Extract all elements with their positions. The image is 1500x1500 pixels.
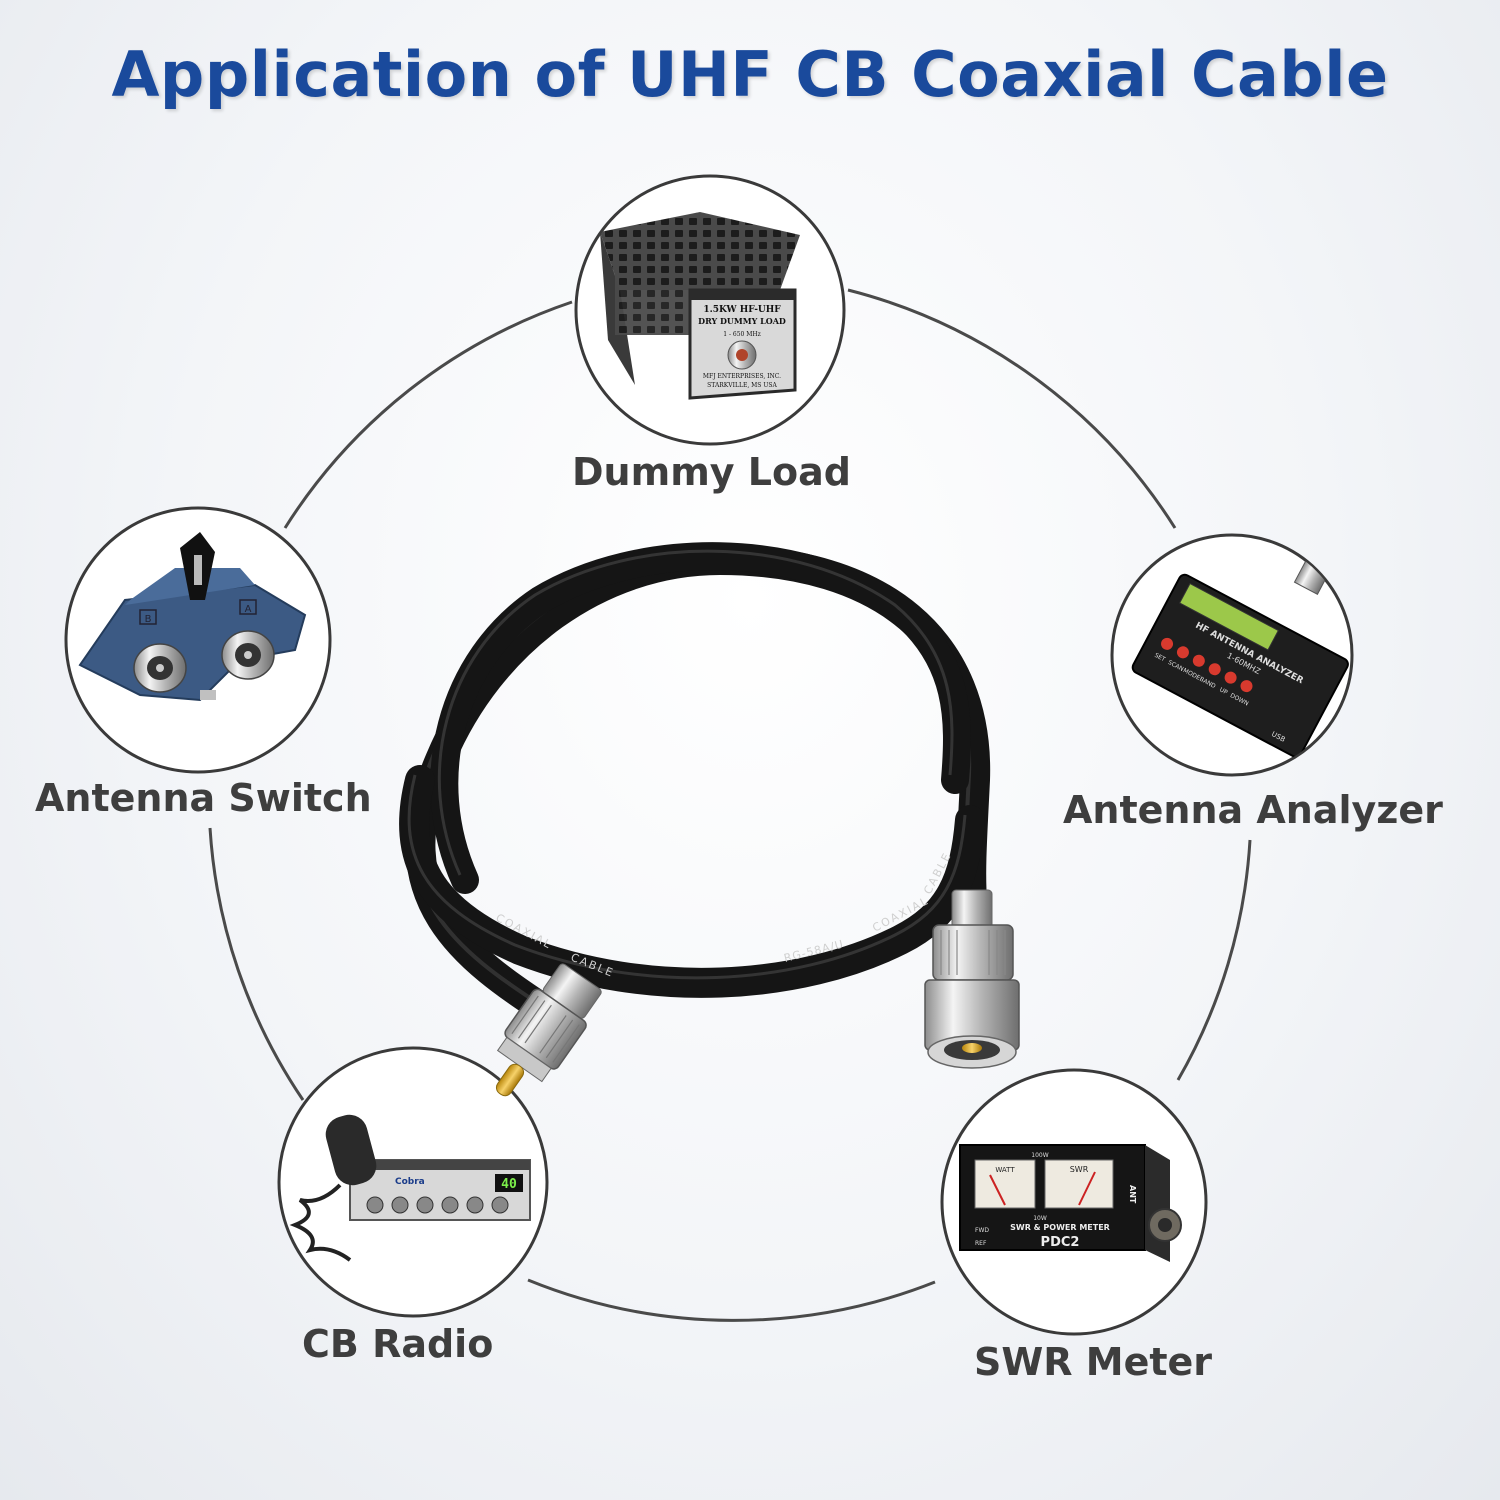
cb-microphone	[325, 1114, 377, 1186]
ring-arc-right	[1176, 839, 1252, 1081]
dummy-load-maker-text: MFJ ENTERPRISES, INC.	[703, 373, 781, 380]
pl259-gold-pin	[495, 1063, 525, 1097]
swr-meter-name: SWR & POWER METER	[1010, 1223, 1110, 1232]
cable-loop-lower	[399, 765, 985, 998]
switch-connector-left	[133, 643, 187, 693]
dummy-load-freq-text: 1 - 650 MHz	[723, 331, 761, 338]
analyzer-buttons	[1161, 637, 1253, 693]
label-swr-meter: SWR Meter	[974, 1340, 1213, 1384]
swr-range-high: 100W	[1031, 1152, 1048, 1159]
ring-arc-top-left	[283, 300, 573, 529]
dummy-load-model-text: 1.5KW HF-UHF	[703, 305, 781, 315]
ring-arc-left	[208, 827, 305, 1101]
page-title: Application of UHF CB Coaxial Cable	[111, 38, 1389, 111]
swr-fwd-label: FWD	[975, 1227, 989, 1234]
analyzer-btn-set: SET	[1153, 652, 1167, 664]
connection-ring	[208, 288, 1252, 1322]
swr-meter-model: PDC2	[1041, 1235, 1080, 1250]
ring-arc-top-right	[847, 288, 1177, 529]
pl259-male-connector	[495, 963, 602, 1097]
switch-port-a-label: A	[245, 604, 252, 615]
ring-arc-bottom	[527, 1278, 936, 1322]
watt-gauge	[974, 1159, 1036, 1209]
label-dummy-load: Dummy Load	[572, 450, 851, 494]
swr-ref-label: REF	[975, 1240, 987, 1247]
swr-meter-image: WATT SWR 100W 10W FWD REF SWR & POWER ME…	[959, 1144, 1182, 1262]
cb-radio-brand: Cobra	[395, 1177, 425, 1187]
swr-ant-label: ANT	[1128, 1185, 1137, 1204]
cb-mic-cord	[289, 1183, 352, 1262]
swr-gauge-label: SWR	[1070, 1165, 1089, 1174]
so239-gold-socket	[962, 1043, 982, 1053]
cb-radio-channel-display: 40	[501, 1177, 517, 1192]
swr-range-low: 10W	[1033, 1215, 1047, 1222]
dummy-load-name-text: DRY DUMMY LOAD	[698, 316, 786, 326]
label-antenna-switch: Antenna Switch	[35, 776, 372, 820]
antenna-switch-image: B A	[78, 532, 307, 702]
cb-radio-knobs	[366, 1196, 509, 1214]
switch-port-b-label: B	[145, 614, 152, 625]
dummy-load-city-text: STARKVILLE, MS USA	[707, 382, 777, 389]
cb-radio-image: Cobra 40	[289, 1114, 531, 1262]
swr-gauge	[1044, 1159, 1114, 1209]
analyzer-lcd	[1179, 582, 1279, 651]
label-antenna-analyzer: Antenna Analyzer	[1063, 788, 1443, 832]
switch-connector-right	[221, 630, 275, 680]
cable-loop-inner	[430, 542, 971, 894]
analyzer-btn-up: UP	[1218, 686, 1229, 696]
label-cb-radio: CB Radio	[302, 1322, 494, 1366]
coaxial-cable: COAXIAL CABLE RG-58A/U COAXIAL CABLE	[399, 542, 991, 1025]
dummy-load-image: 1.5KW HF-UHF DRY DUMMY LOAD 1 - 650 MHz …	[600, 212, 800, 400]
so239-female-connector	[924, 889, 1020, 1069]
watt-gauge-label: WATT	[995, 1166, 1015, 1174]
